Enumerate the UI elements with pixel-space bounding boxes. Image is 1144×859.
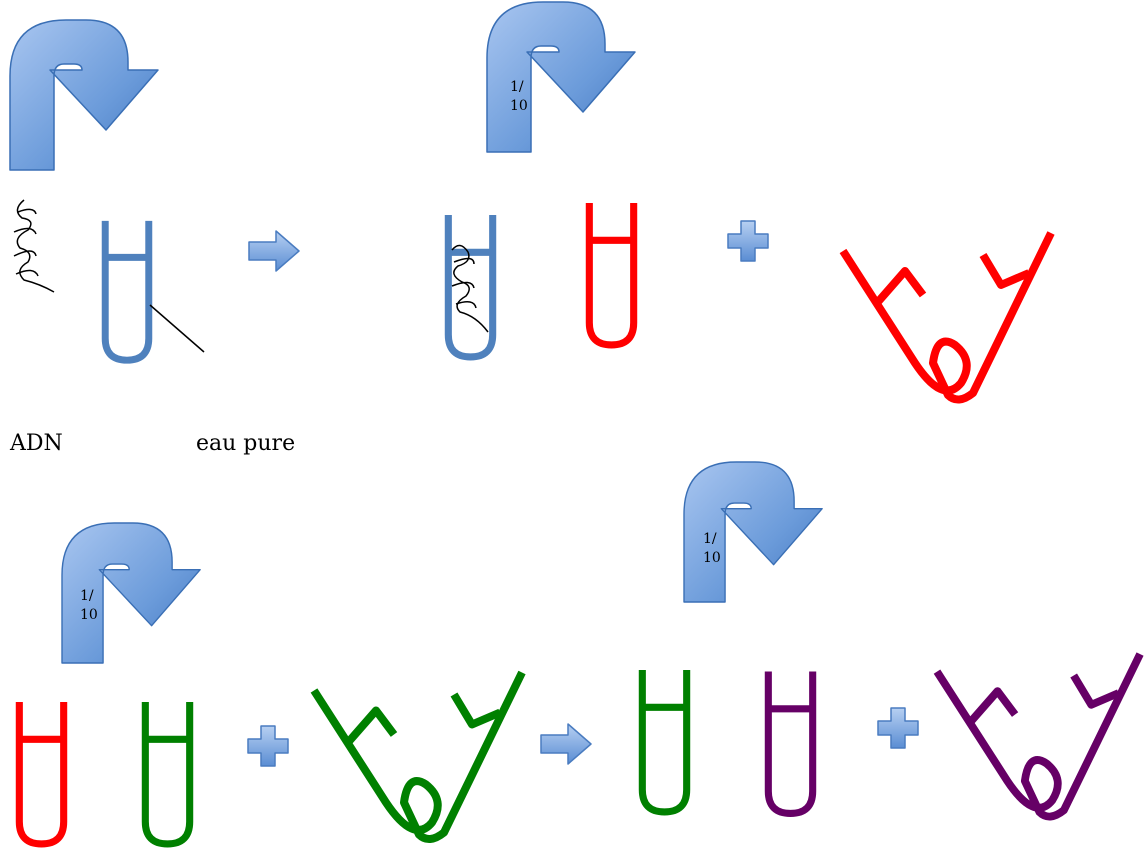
- plus-icon: [727, 220, 769, 262]
- right-arrow-icon: [540, 723, 592, 765]
- pipette-line-icon: [149, 304, 205, 353]
- crossed-tubes-icon: [843, 233, 1051, 400]
- right-arrow-icon: [248, 230, 300, 272]
- test-tube-icon: [589, 203, 633, 345]
- test-tube-icon: [768, 672, 812, 814]
- dna-label: ADN: [10, 431, 63, 456]
- water-label: eau pure: [196, 431, 296, 456]
- plus-icon: [877, 707, 919, 749]
- test-tube-icon: [105, 221, 149, 360]
- test-tube-icon: [448, 215, 492, 357]
- test-tube-icon: [145, 702, 189, 844]
- dilution-label: 1/ 10: [703, 531, 721, 566]
- test-tube-icon: [642, 670, 686, 812]
- dilution-label: 1/ 10: [510, 79, 528, 114]
- crossed-tubes-icon: [937, 654, 1140, 817]
- curved-arrow-icon: [9, 19, 159, 171]
- test-tube-icon: [19, 702, 63, 844]
- dna-coil-icon: [13, 199, 55, 293]
- curved-arrow-icon: [486, 1, 636, 153]
- crossed-tubes-icon: [314, 673, 522, 840]
- dna-coil-icon: [451, 244, 489, 333]
- plus-icon: [247, 725, 289, 767]
- dilution-label: 1/ 10: [80, 588, 98, 623]
